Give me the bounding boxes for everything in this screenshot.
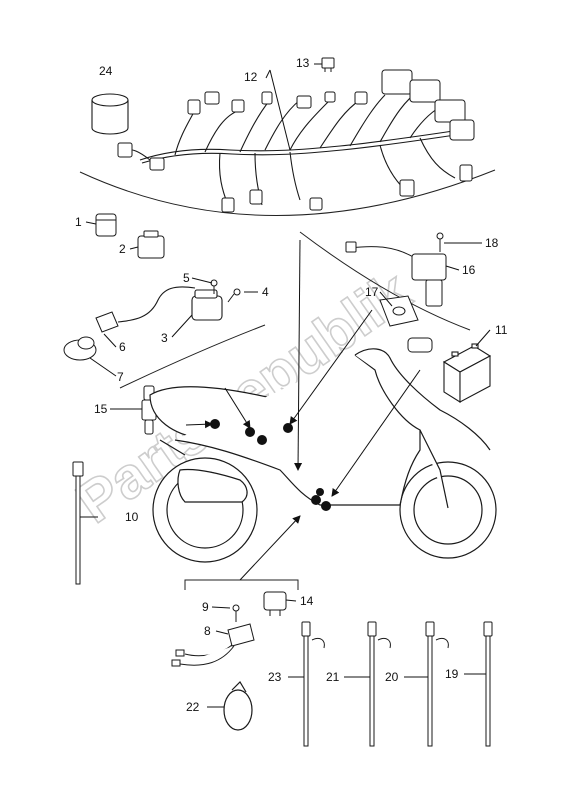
label-22: 22 bbox=[186, 700, 200, 714]
part-14-relay bbox=[263, 591, 287, 616]
label-20: 20 bbox=[385, 670, 399, 684]
leader-lines bbox=[80, 63, 491, 708]
part-16-starter-relay bbox=[345, 232, 447, 307]
part-9-screw bbox=[232, 604, 240, 622]
label-17: 17 bbox=[365, 285, 379, 299]
label-4: 4 bbox=[262, 285, 269, 299]
label-18: 18 bbox=[485, 236, 499, 250]
harness-divider-arc bbox=[79, 169, 496, 216]
harness-connectors bbox=[117, 69, 475, 213]
part-7-rubber-cap bbox=[63, 336, 97, 361]
label-10: 10 bbox=[125, 510, 139, 524]
label-2: 2 bbox=[119, 242, 126, 256]
label-6: 6 bbox=[119, 340, 126, 354]
label-7: 7 bbox=[117, 370, 124, 384]
label-5: 5 bbox=[183, 271, 190, 285]
label-16: 16 bbox=[462, 263, 476, 277]
section-dividers bbox=[79, 169, 496, 590]
label-23: 23 bbox=[268, 670, 282, 684]
part-3-ignition-coil bbox=[117, 286, 223, 323]
part-8-cdi bbox=[171, 623, 255, 667]
left-divider-arc bbox=[119, 324, 266, 389]
scooter-outline bbox=[149, 348, 497, 563]
part-6-plug-cap bbox=[95, 311, 119, 333]
cable-ties-bottom bbox=[301, 621, 493, 747]
label-12: 12 bbox=[244, 70, 258, 84]
part-10-cable-tie bbox=[72, 461, 84, 585]
label-1: 1 bbox=[75, 215, 82, 229]
part-2-regulator bbox=[137, 230, 165, 259]
label-14: 14 bbox=[300, 594, 314, 608]
label-11: 11 bbox=[495, 323, 508, 337]
label-13: 13 bbox=[296, 56, 310, 70]
label-19: 19 bbox=[445, 667, 459, 681]
label-3: 3 bbox=[161, 331, 168, 345]
right-divider-arc bbox=[299, 231, 471, 331]
label-21: 21 bbox=[326, 670, 340, 684]
part-13-fuse bbox=[321, 57, 335, 72]
label-9: 9 bbox=[202, 600, 209, 614]
assembly-arrows bbox=[185, 239, 421, 581]
screws-4-5 bbox=[210, 279, 241, 303]
part-24-sleeve bbox=[91, 93, 129, 135]
bottom-bracket bbox=[184, 579, 299, 590]
part-labels: 24 12 13 1 2 5 4 3 6 7 15 10 18 16 17 11… bbox=[75, 56, 508, 714]
connection-points bbox=[210, 419, 331, 511]
part-22-clip bbox=[223, 681, 253, 731]
part-11-battery bbox=[442, 343, 492, 403]
part-1-relay bbox=[95, 213, 117, 237]
label-8: 8 bbox=[204, 624, 211, 638]
label-24: 24 bbox=[99, 64, 113, 78]
label-15: 15 bbox=[94, 402, 108, 416]
